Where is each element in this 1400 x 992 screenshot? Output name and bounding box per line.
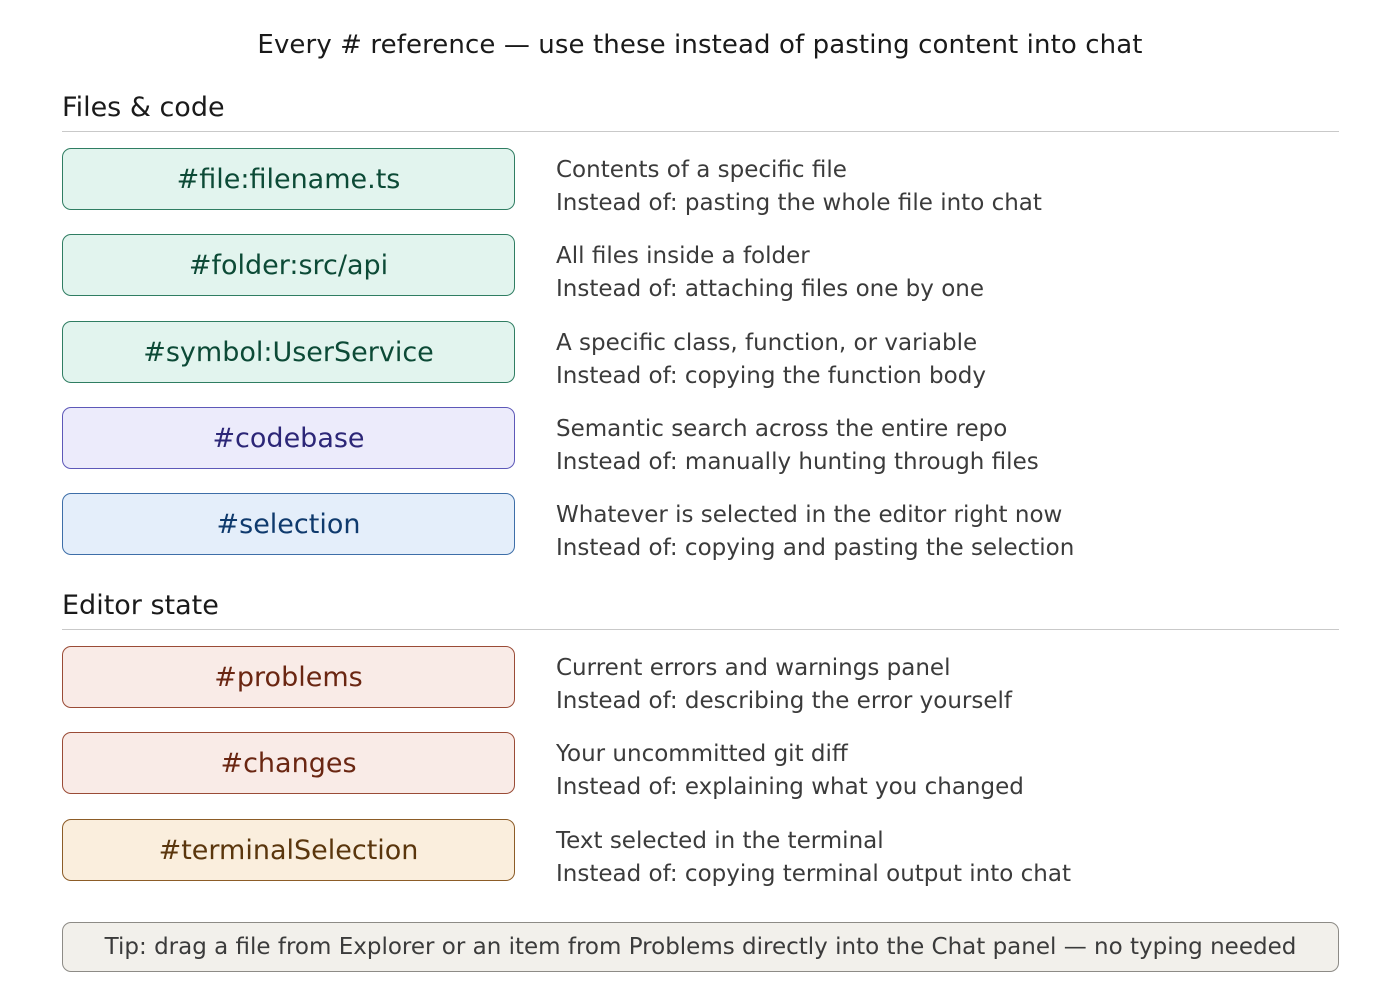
reference-what: Whatever is selected in the editor right… (556, 502, 1063, 528)
reference-row-folder: #folder:src/api All files inside a folde… (62, 234, 1339, 302)
reference-what: All files inside a folder (556, 243, 810, 269)
reference-row-codebase: #codebase Semantic search across the ent… (62, 407, 1339, 475)
reference-instead: Instead of: pasting the whole file into … (556, 190, 1042, 216)
reference-what: Your uncommitted git diff (556, 741, 848, 767)
reference-instead: Instead of: describing the error yoursel… (556, 688, 1013, 714)
reference-row-terminal-selection: #terminalSelection Text selected in the … (62, 819, 1339, 887)
reference-what: A specific class, function, or variable (556, 330, 978, 356)
reference-description: A specific class, function, or variable … (556, 327, 986, 393)
reference-chip-problems[interactable]: #problems (62, 646, 515, 708)
reference-description: Whatever is selected in the editor right… (556, 499, 1074, 565)
reference-chip-selection[interactable]: #selection (62, 493, 515, 555)
section-heading-files-code: Files & code (62, 92, 225, 123)
reference-row-changes: #changes Your uncommitted git diff Inste… (62, 732, 1339, 800)
reference-chip-terminal-selection[interactable]: #terminalSelection (62, 819, 515, 881)
reference-row-file: #file:filename.ts Contents of a specific… (62, 148, 1339, 216)
reference-instead: Instead of: manually hunting through fil… (556, 449, 1039, 475)
reference-chip-symbol[interactable]: #symbol:UserService (62, 321, 515, 383)
reference-chip-codebase[interactable]: #codebase (62, 407, 515, 469)
reference-row-symbol: #symbol:UserService A specific class, fu… (62, 321, 1339, 389)
reference-instead: Instead of: copying the function body (556, 363, 986, 389)
section-heading-editor-state: Editor state (62, 590, 219, 621)
reference-row-problems: #problems Current errors and warnings pa… (62, 646, 1339, 714)
section-divider (62, 629, 1339, 630)
reference-instead: Instead of: copying and pasting the sele… (556, 535, 1075, 561)
reference-instead: Instead of: attaching files one by one (556, 276, 985, 302)
reference-description: Text selected in the terminal Instead of… (556, 825, 1071, 891)
diagram-title: Every # reference — use these instead of… (257, 30, 1143, 60)
reference-chip-file[interactable]: #file:filename.ts (62, 148, 515, 210)
reference-what: Semantic search across the entire repo (556, 416, 1008, 442)
reference-instead: Instead of: copying terminal output into… (556, 861, 1071, 887)
reference-description: Semantic search across the entire repo I… (556, 413, 1039, 479)
reference-what: Text selected in the terminal (556, 828, 884, 854)
reference-description: Your uncommitted git diff Instead of: ex… (556, 738, 1024, 804)
reference-chip-changes[interactable]: #changes (62, 732, 515, 794)
reference-description: All files inside a folder Instead of: at… (556, 240, 984, 306)
reference-chip-folder[interactable]: #folder:src/api (62, 234, 515, 296)
reference-what: Contents of a specific file (556, 157, 847, 183)
reference-row-selection: #selection Whatever is selected in the e… (62, 493, 1339, 561)
reference-description: Current errors and warnings panel Instea… (556, 652, 1012, 718)
reference-what: Current errors and warnings panel (556, 655, 951, 681)
tip-banner: Tip: drag a file from Explorer or an ite… (62, 922, 1339, 972)
reference-instead: Instead of: explaining what you changed (556, 774, 1024, 800)
section-divider (62, 131, 1339, 132)
reference-description: Contents of a specific file Instead of: … (556, 154, 1042, 220)
